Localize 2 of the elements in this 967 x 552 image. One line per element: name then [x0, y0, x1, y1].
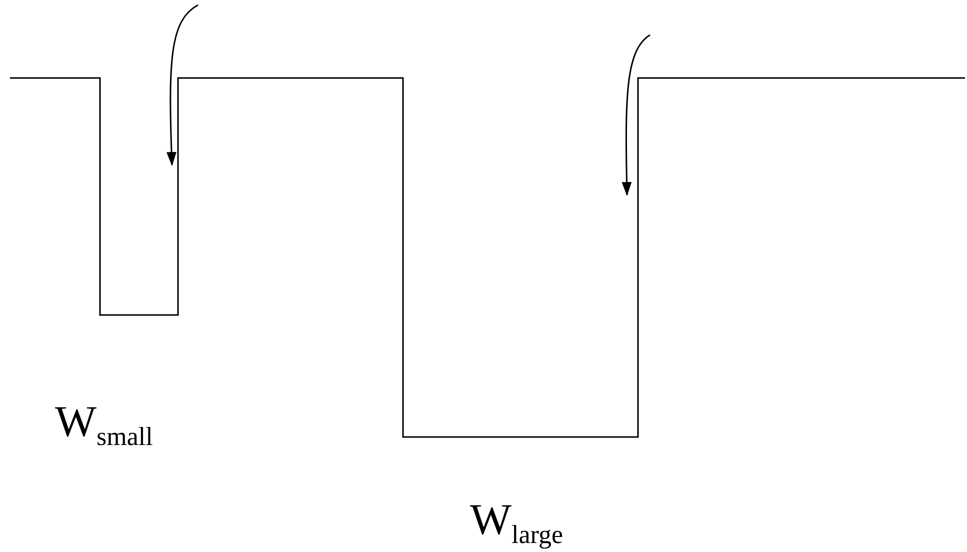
width-label: W$_{small}$: [55, 400, 153, 450]
width-label: W$_{large}$: [470, 498, 564, 548]
